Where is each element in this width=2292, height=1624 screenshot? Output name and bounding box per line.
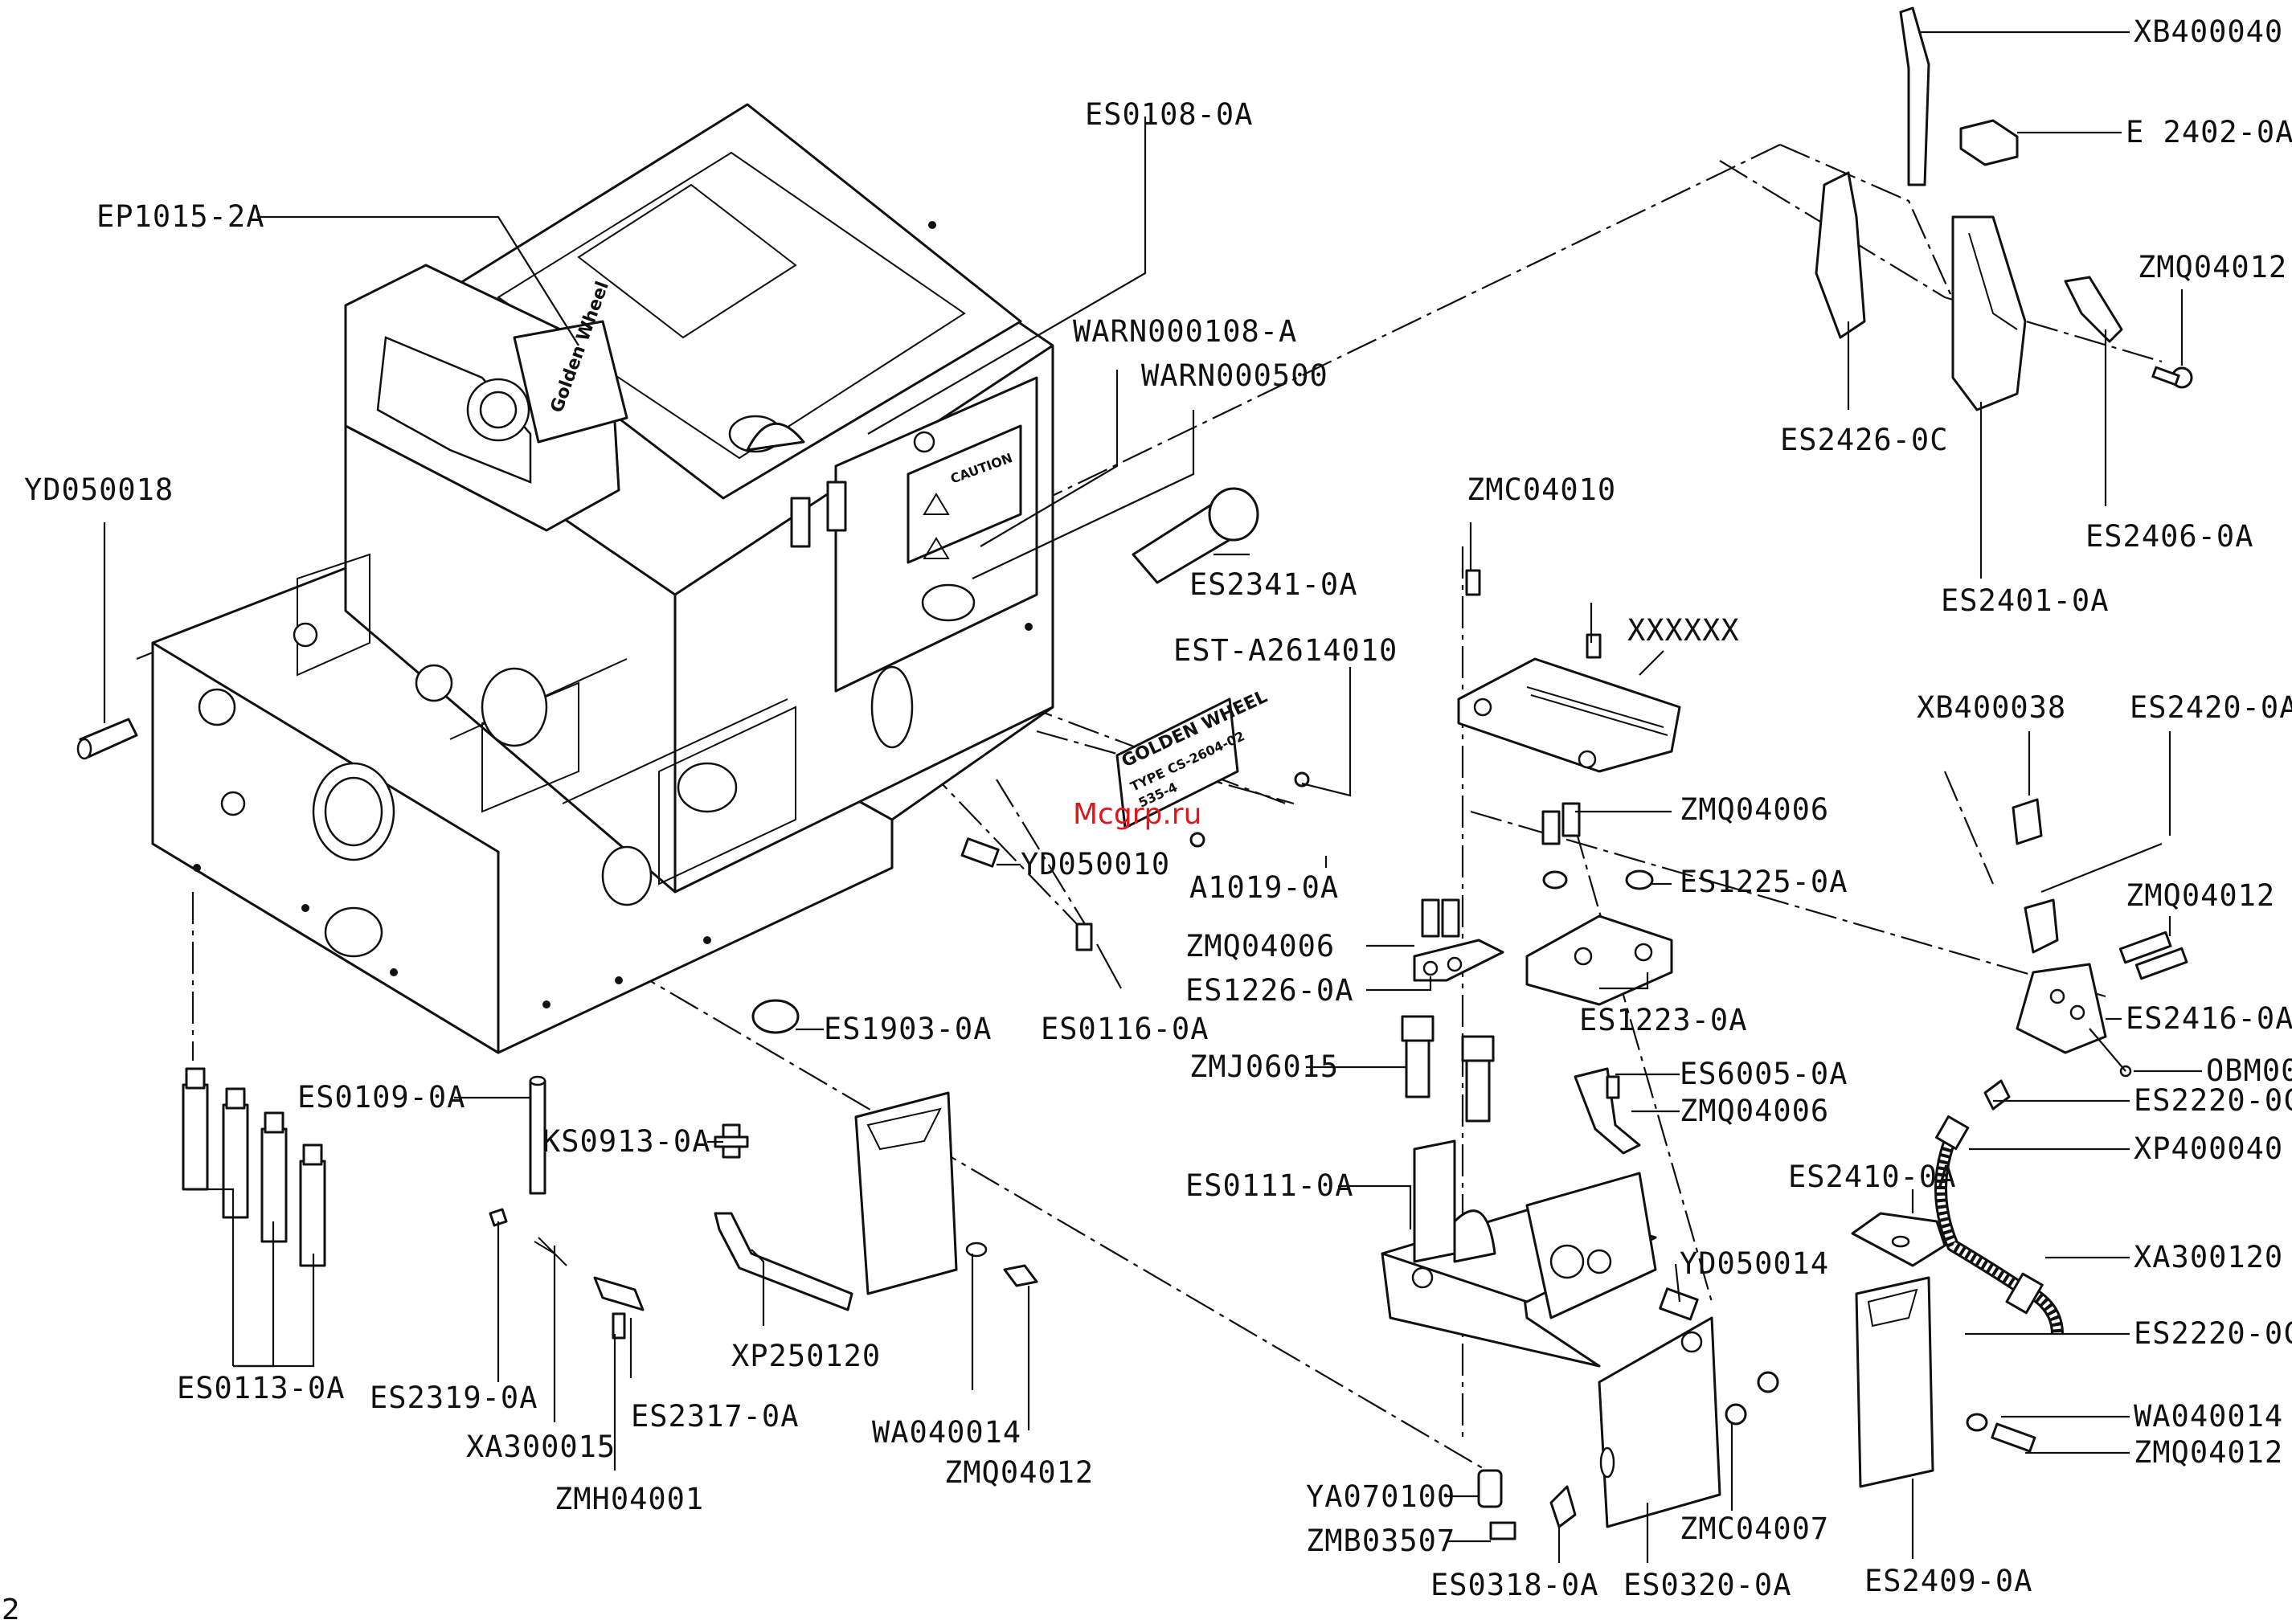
label-ES2220-0C-b: ES2220-0C: [2134, 1316, 2292, 1351]
label-XP250120: XP250120: [731, 1339, 881, 1373]
watermark-text: Mcgrp.ru: [1073, 798, 1201, 831]
label-XA300120: XA300120: [2134, 1240, 2283, 1274]
label-EST-A2614010: EST-A2614010: [1173, 633, 1398, 668]
label-OBM00040: OBM00040: [2206, 1053, 2292, 1088]
label-ES2319-0A: ES2319-0A: [370, 1381, 538, 1415]
block-E2402-0A: [1959, 119, 2019, 166]
spring-XA300015: [489, 1208, 645, 1340]
label-ZMQ04006-a: ZMQ04006: [1680, 792, 1829, 827]
label-ES2409-0A: ES2409-0A: [1864, 1564, 2032, 1598]
cover-ES2409-0A: [1855, 1276, 2036, 1488]
block-XB400038: [2012, 798, 2043, 845]
rod-ES2420-0A: [2040, 842, 2163, 894]
bracket-ES1223-0A: [1525, 914, 1673, 1006]
base-block-ES0111-0A: [1381, 1139, 1657, 1368]
clip-ES2406-0A: [2064, 276, 2123, 343]
label-YD050014: YD050014: [1680, 1246, 1829, 1281]
holder-ES2401-0A: [1951, 215, 2027, 411]
label-ZMB03507: ZMB03507: [1306, 1524, 1455, 1558]
tube-XA300120: [1934, 1115, 2064, 1335]
label-ES0116-0A: ES0116-0A: [1041, 1012, 1209, 1046]
label-WA040014-a: WA040014: [872, 1415, 1021, 1450]
main-housing: Golden Wheel CAUTION: [151, 103, 1054, 1054]
label-ES0111-0A: ES0111-0A: [1185, 1168, 1353, 1203]
bracket-ES1226-0A: [1413, 939, 1504, 982]
label-ES1223-0A: ES1223-0A: [1579, 1003, 1747, 1037]
screw-ZMQ04012-top: [2151, 366, 2193, 389]
label-ES1903-0A: ES1903-0A: [824, 1012, 992, 1046]
part-labels: XB400040 E 2402-0A ZMQ04012 ES2426-0C ES…: [24, 14, 2292, 1602]
label-XA300015: XA300015: [466, 1430, 616, 1464]
blade-ES2426-0C: [1815, 171, 1866, 339]
label-ES0108-0A: ES0108-0A: [1085, 97, 1253, 132]
bracket-ES0116-0A: [1075, 922, 1093, 951]
label-ES2420-0A: ES2420-0A: [2130, 690, 2292, 725]
label-ES2341-0A: ES2341-0A: [1189, 567, 1357, 602]
label-ZMQ04012-a: ZMQ04012: [2138, 250, 2287, 284]
label-WARN000500: WARN000500: [1141, 358, 1328, 393]
label-A1019-0A: A1019-0A: [1189, 870, 1339, 905]
label-KS0913-0A: KS0913-0A: [542, 1124, 710, 1159]
label-ES2406-0A: ES2406-0A: [2085, 519, 2253, 554]
tube-XP250120: [714, 1212, 853, 1311]
label-WA040014-b: WA040014: [2134, 1399, 2283, 1434]
label-ZMQ04006-b: ZMQ04006: [1185, 929, 1335, 963]
label-WARN000108-A: WARN000108-A: [1073, 314, 1297, 349]
label-XB400038: XB400038: [1917, 690, 2066, 725]
label-YA070100: YA070100: [1306, 1479, 1455, 1514]
label-ES2317-0A: ES2317-0A: [631, 1399, 799, 1434]
label-ZMQ04012-b: ZMQ04012: [2126, 878, 2275, 913]
screws-ZMQ04012-mid: [2118, 931, 2188, 980]
bushing-YD050010: [960, 837, 1000, 868]
label-ES0113-0A: ES0113-0A: [177, 1371, 345, 1405]
cap-ES2341-0A: [1132, 487, 1259, 584]
label-ZMJ06015: ZMJ06015: [1189, 1049, 1339, 1084]
screw-A1019-0A: [1189, 771, 1310, 848]
bushing-YD050014: [1659, 1287, 1699, 1321]
label-EP1015-2A: EP1015-2A: [96, 199, 264, 234]
guard-ES2410-0A: [1851, 1212, 1946, 1267]
label-ES1225-0A: ES1225-0A: [1680, 865, 1848, 899]
label-ZMC04010: ZMC04010: [1467, 472, 1616, 507]
label-ZMQ04012-c: ZMQ04012: [2134, 1435, 2283, 1470]
bracket-ES2416-0A: [2016, 898, 2107, 1054]
label-ES2426-0C: ES2426-0C: [1780, 423, 1948, 457]
plug-ES1903-0A: [751, 999, 800, 1034]
label-ES1226-0A: ES1226-0A: [1185, 973, 1353, 1008]
pin-YD050018: [76, 718, 138, 760]
rod-ES0109-0A: [529, 1075, 546, 1195]
label-ZMH04001: ZMH04001: [555, 1482, 704, 1516]
needle-XB400040: [1899, 6, 1930, 186]
label-ZMQ04006-c: ZMQ04006: [1680, 1094, 1829, 1128]
label-YD050018: YD050018: [24, 472, 174, 507]
label-ZMQ04012-d: ZMQ04012: [944, 1455, 1094, 1490]
needle-plate-XXXXXX: [1457, 657, 1681, 773]
screws-center: [1421, 569, 1654, 938]
label-XXXXXX: XXXXXX: [1627, 613, 1740, 648]
label-ES0109-0A: ES0109-0A: [297, 1080, 465, 1115]
label-ES2416-0A: ES2416-0A: [2126, 1001, 2292, 1036]
label-YD050010: YD050010: [1021, 847, 1170, 882]
leader-lines: [103, 31, 2202, 1563]
label-ZMC04007: ZMC04007: [1680, 1512, 1829, 1546]
plate-ES0320-0A: [1598, 1316, 1721, 1528]
bolts-ZMJ06015: [1401, 1015, 1495, 1123]
label-ES2220-0C-a: ES2220-0C: [2134, 1083, 2292, 1118]
label-ES0318-0A: ES0318-0A: [1430, 1568, 1598, 1602]
bracket-ES6005-0A: [1574, 1067, 1641, 1155]
fitting-ES2220-0C: [1983, 1065, 2132, 1111]
page-number: 2: [2, 1593, 20, 1624]
label-ES6005-0A: ES6005-0A: [1680, 1057, 1848, 1091]
cover-box: [854, 1091, 1038, 1295]
label-ES0320-0A: ES0320-0A: [1623, 1568, 1791, 1602]
label-XB400040: XB400040: [2134, 14, 2283, 49]
label-ES2410-0A: ES2410-0A: [1788, 1160, 1956, 1194]
label-XP400040: XP400040: [2134, 1131, 2283, 1166]
small-parts-bottom: [1477, 1371, 1779, 1540]
label-E2402-0A: E 2402-0A: [2126, 115, 2292, 149]
label-ES2401-0A: ES2401-0A: [1941, 583, 2109, 618]
